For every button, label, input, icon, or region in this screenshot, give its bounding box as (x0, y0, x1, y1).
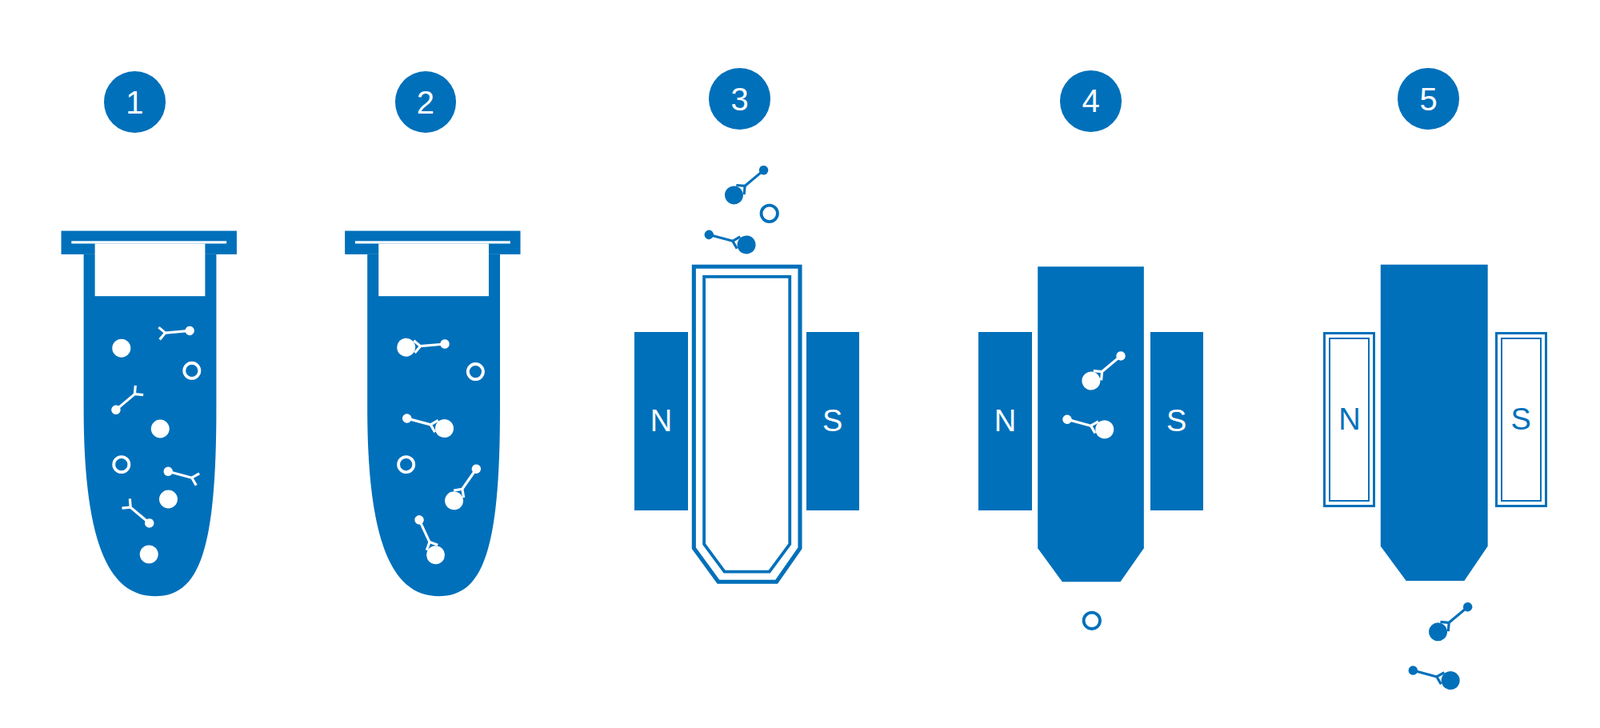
node-label: N (994, 405, 1016, 436)
magnet-pole: S (1150, 332, 1204, 511)
node-label: 4 (1081, 84, 1100, 117)
callout-number: 1 (104, 71, 166, 133)
magnet-pole: N (978, 332, 1032, 511)
magnet-pole: S (806, 332, 860, 511)
magnet-pole-off: N (1323, 332, 1376, 508)
column-empty (693, 160, 800, 582)
column-eluted (1380, 264, 1488, 692)
tube-1 (61, 231, 237, 597)
node-label: S (822, 405, 843, 436)
callout-number: 4 (1060, 70, 1122, 132)
callout-number: 2 (395, 71, 457, 133)
node-label: N (650, 405, 672, 436)
node-label: 2 (416, 86, 435, 119)
node-label: 5 (1420, 83, 1438, 116)
node-label: N (1338, 404, 1360, 435)
column-loaded (1037, 266, 1144, 629)
callout-number: 5 (1397, 68, 1460, 130)
magnet-pole: N (634, 332, 688, 511)
callout-number: 3 (708, 68, 771, 130)
node-label: S (1166, 405, 1187, 436)
tube-2 (344, 231, 520, 597)
node-label: 1 (125, 86, 144, 119)
magnet-pole-off: S (1495, 332, 1548, 508)
node-label: 3 (731, 83, 749, 116)
node-label: S (1510, 404, 1531, 435)
